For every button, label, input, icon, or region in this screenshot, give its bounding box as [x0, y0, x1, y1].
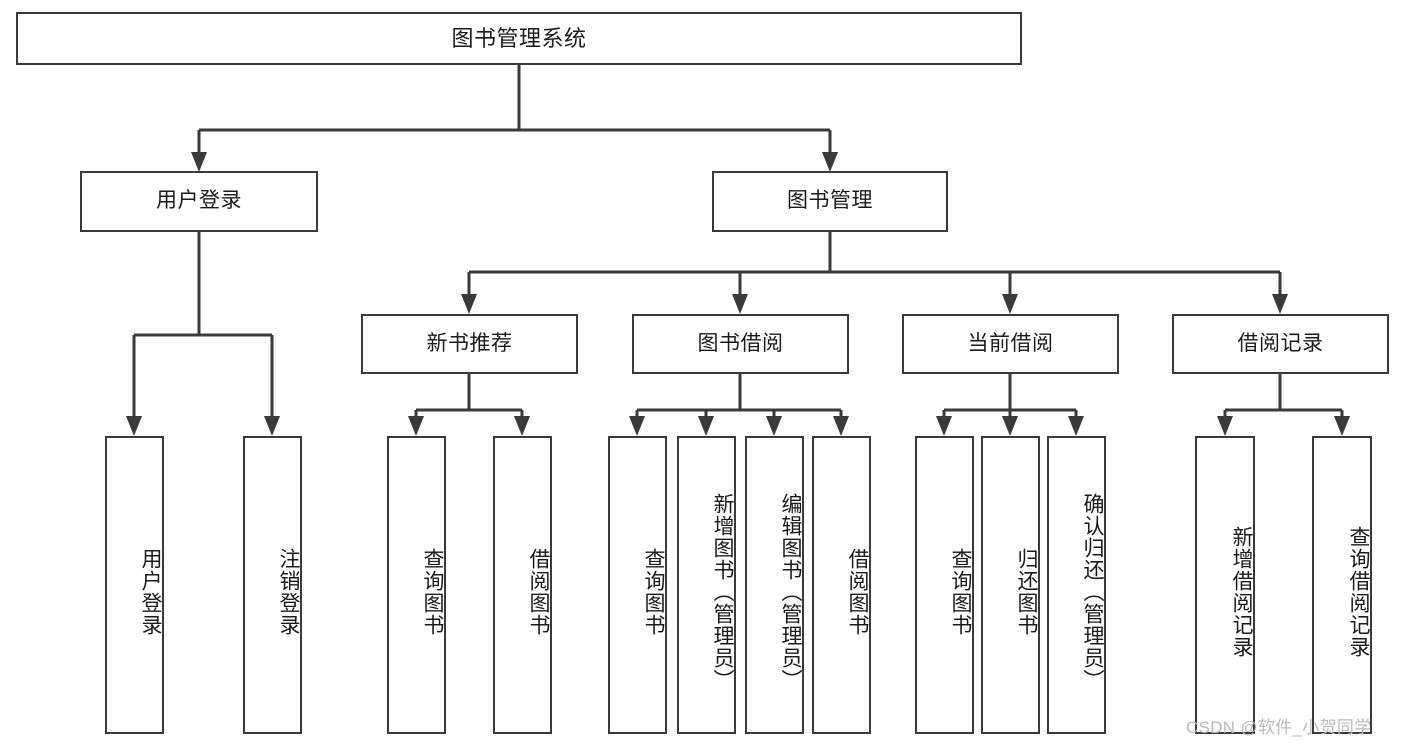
node-label: 借阅图书: [846, 548, 869, 636]
node-label: 用户登录: [156, 189, 242, 213]
leaf-add-book-admin[interactable]: 新增图书（管理员）: [677, 436, 736, 734]
leaf-logout-login[interactable]: 注销登录: [243, 436, 302, 734]
node-label: 确认归还（管理员）: [1081, 493, 1104, 691]
node-label: 新书推荐: [426, 331, 513, 355]
leaf-borrow-book-recommend[interactable]: 借阅图书: [493, 436, 552, 734]
leaf-confirm-return-admin[interactable]: 确认归还（管理员）: [1047, 436, 1106, 734]
node-label: 图书管理: [787, 189, 873, 213]
node-label: 新增图书（管理员）: [711, 493, 734, 691]
node-label: 归还图书: [1015, 548, 1038, 636]
leaf-query-borrow-record[interactable]: 查询借阅记录: [1312, 436, 1372, 734]
node-label: 用户登录: [139, 548, 162, 636]
node-book-management[interactable]: 图书管理: [712, 171, 948, 232]
leaf-return-book[interactable]: 归还图书: [981, 436, 1040, 734]
node-user-login[interactable]: 用户登录: [80, 171, 318, 232]
leaf-user-login[interactable]: 用户登录: [105, 436, 164, 734]
node-label: 图书借阅: [697, 331, 784, 355]
node-label: 注销登录: [277, 548, 300, 636]
leaf-borrow-book-borrow[interactable]: 借阅图书: [812, 436, 871, 734]
node-label: 查询图书: [642, 548, 665, 636]
node-label: 新增借阅记录: [1230, 526, 1253, 658]
node-label: 图书管理系统: [451, 25, 587, 51]
node-book-borrow[interactable]: 图书借阅: [632, 314, 849, 374]
node-label: 查询借阅记录: [1347, 526, 1370, 658]
csdn-watermark: CSDN @软件_小贺同学: [1186, 718, 1372, 737]
leaf-add-borrow-record[interactable]: 新增借阅记录: [1195, 436, 1255, 734]
node-label: 编辑图书（管理员）: [779, 493, 802, 691]
node-label: 当前借阅: [967, 331, 1054, 355]
node-new-book-recommend[interactable]: 新书推荐: [361, 314, 578, 374]
node-label: 借阅图书: [527, 548, 550, 636]
node-root-book-management-system[interactable]: 图书管理系统: [16, 12, 1022, 65]
node-label: 查询图书: [949, 548, 972, 636]
leaf-query-book-current[interactable]: 查询图书: [915, 436, 974, 734]
node-label: 借阅记录: [1237, 331, 1324, 355]
leaf-query-book-recommend[interactable]: 查询图书: [387, 436, 446, 734]
node-label: 查询图书: [421, 548, 444, 636]
leaf-query-book-borrow[interactable]: 查询图书: [608, 436, 667, 734]
node-borrow-record[interactable]: 借阅记录: [1172, 314, 1389, 374]
node-current-borrow[interactable]: 当前借阅: [902, 314, 1119, 374]
leaf-edit-book-admin[interactable]: 编辑图书（管理员）: [745, 436, 804, 734]
